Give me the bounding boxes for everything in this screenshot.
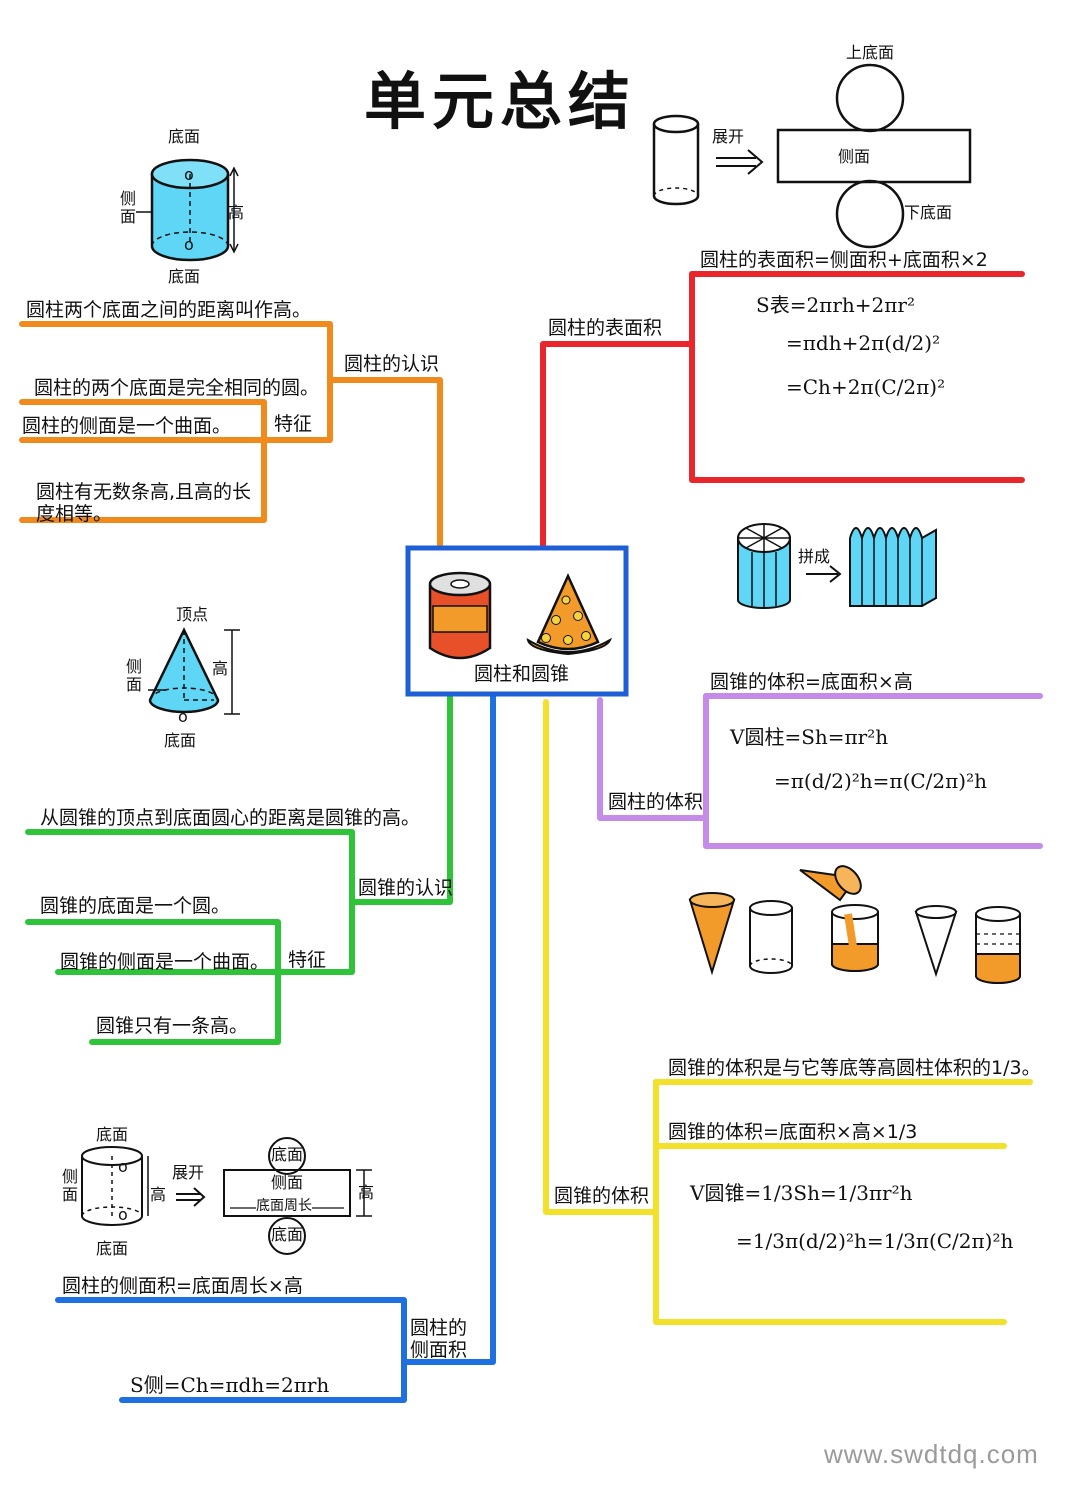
- cone-height-label: 高: [212, 659, 229, 678]
- footer-url: www.swdtdq.com: [824, 1439, 1039, 1469]
- cylinder-volume-formula-1: V圆柱=Sh=πr²h: [730, 725, 889, 749]
- cone-side-label: 侧面: [126, 657, 143, 695]
- cylinder-lateral-unfold-diagram-icon: [81, 1137, 372, 1255]
- cone-volume-formula-1: V圆锥=1/3Sh=1/3πr²h: [690, 1181, 913, 1205]
- lateral-net-top-label: 底面: [271, 1145, 304, 1164]
- cylinder-volume-formula-text: 圆锥的体积=底面积×高: [710, 671, 913, 693]
- cone-feature-label: 特征: [288, 949, 327, 971]
- cone-diagram-icon: [148, 627, 240, 715]
- surface-top-label: 上底面: [846, 43, 895, 62]
- lateral-center-bottom-label: o: [118, 1205, 128, 1224]
- cylinder-feature-1: 圆柱的两个底面是完全相同的圆。: [34, 377, 320, 399]
- branch-lines-cylinder-recognition: [19, 321, 443, 551]
- cone-feature-3: 圆锥只有一条高。: [96, 1015, 249, 1037]
- branch-cone-volume: 圆锥的体积: [554, 1185, 650, 1207]
- branch-cylinder-lateral: 圆柱的侧面积: [410, 1317, 468, 1361]
- branch-lines-cylinder-volume: [597, 693, 1043, 849]
- lateral-net-height-label: 高: [358, 1183, 375, 1202]
- cone-volume-formula-2: =1/3π(d/2)²h=1/3π(C/2π)²h: [736, 1229, 1014, 1253]
- lateral-top-label: 底面: [96, 1125, 129, 1144]
- cylinder-center-bottom-label: o: [184, 235, 194, 254]
- center-label: 圆柱和圆锥: [474, 663, 570, 685]
- cone-feature-1: 圆锥的底面是一个圆。: [40, 895, 231, 917]
- surface-unfold-label: 展开: [712, 127, 745, 146]
- page-title: 单元总结: [364, 65, 637, 138]
- cylinder-feature-label: 特征: [274, 413, 313, 435]
- cylinder-lateral-formula: S侧=Ch=πdh=2πrh: [130, 1373, 330, 1397]
- arrange-label: 拼成: [798, 547, 831, 566]
- cylinder-feature-3: 圆柱有无数条高,且高的长度相等。: [36, 481, 252, 525]
- cone-bottom-label: 底面: [164, 731, 197, 750]
- party-hat-icon: [526, 572, 612, 656]
- cone-volume-relation: 圆锥的体积是与它等底等高圆柱体积的1/3。: [668, 1057, 1041, 1079]
- cone-volume-formula-text: 圆锥的体积=底面积×高×1/3: [668, 1121, 918, 1143]
- cylinder-diagram-icon: [136, 158, 239, 262]
- can-icon: [428, 571, 492, 660]
- cylinder-bottom-label: 底面: [168, 267, 201, 286]
- cylinder-surface-formula-3: =Ch+2π(C/2π)²: [786, 375, 946, 399]
- cylinder-lateral-formula-text: 圆柱的侧面积=底面周长×高: [62, 1275, 303, 1297]
- branch-cylinder-volume: 圆柱的体积: [608, 791, 704, 813]
- cone-height-definition: 从圆锥的顶点到底面圆心的距离是圆锥的高。: [40, 807, 421, 829]
- cylinder-arrange-diagram-icon: [737, 523, 937, 609]
- lateral-bottom-label: 底面: [96, 1239, 129, 1258]
- branch-lines-cone-recognition: [25, 689, 453, 1045]
- cylinder-surface-formula-2: =πdh+2π(d/2)²: [786, 331, 941, 355]
- lateral-height-label: 高: [150, 1185, 167, 1204]
- cylinder-side-label: 侧面: [120, 189, 137, 227]
- surface-bottom-label: 下底面: [904, 203, 953, 222]
- cylinder-feature-2: 圆柱的侧面是一个曲面。: [22, 415, 232, 437]
- branch-lines-cone-volume: [543, 699, 1033, 1325]
- lateral-side-label: 侧面: [62, 1167, 79, 1205]
- branch-cylinder-recognition: 圆柱的认识: [344, 353, 440, 375]
- branch-cylinder-surface: 圆柱的表面积: [548, 317, 663, 339]
- lateral-net-side-label: 侧面: [271, 1173, 304, 1192]
- cylinder-surface-formula-1: S表=2πrh+2πr²: [756, 293, 915, 317]
- cone-center-label: o: [178, 707, 188, 726]
- lateral-unfold-label: 展开: [172, 1163, 205, 1182]
- cylinder-height-label: 高: [228, 203, 245, 222]
- cylinder-height-definition: 圆柱两个底面之间的距离叫作高。: [26, 299, 312, 321]
- cylinder-volume-formula-2: =π(d/2)²h=π(C/2π)²h: [774, 769, 987, 793]
- cylinder-center-top-label: o: [184, 165, 194, 184]
- lateral-net-perimeter-label: 底面周长: [256, 1198, 312, 1215]
- lateral-net-bottom-label: 底面: [271, 1225, 304, 1244]
- cone-pouring-diagram-icon: [688, 865, 1021, 984]
- lateral-center-top-label: o: [118, 1157, 128, 1176]
- cone-apex-label: 顶点: [176, 605, 209, 624]
- branch-cone-recognition: 圆锥的认识: [358, 877, 454, 899]
- branch-lines-cylinder-surface: [540, 271, 1025, 551]
- branch-lines-cylinder-lateral: [55, 689, 496, 1403]
- cone-feature-2: 圆锥的侧面是一个曲面。: [60, 951, 270, 973]
- cylinder-top-label: 底面: [168, 127, 201, 146]
- surface-side-label: 侧面: [838, 147, 871, 166]
- cylinder-surface-formula-text: 圆柱的表面积=侧面积+底面积×2: [700, 249, 988, 271]
- cylinder-unfold-diagram-icon: [652, 63, 972, 249]
